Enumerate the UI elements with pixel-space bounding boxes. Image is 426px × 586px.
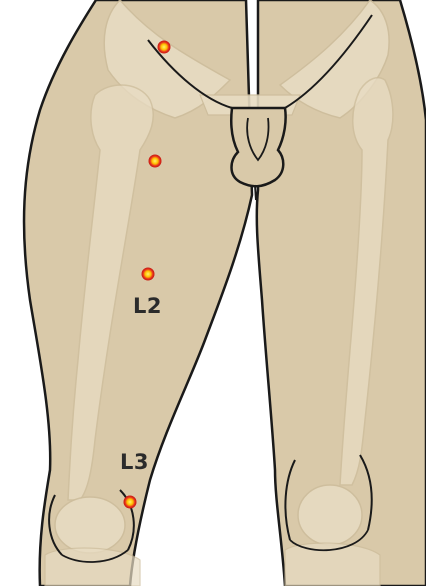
label-l2: L2 <box>133 296 162 317</box>
genital-outline <box>231 108 285 186</box>
l3-point[interactable] <box>124 496 137 509</box>
left-patella <box>55 497 125 553</box>
left-tibia-top <box>45 548 140 586</box>
l2-point[interactable] <box>142 268 155 281</box>
right-patella <box>298 485 362 545</box>
upper-thigh-point[interactable] <box>149 155 162 168</box>
inner-thigh-line <box>255 185 256 200</box>
groin-point[interactable] <box>158 41 171 54</box>
label-l3: L3 <box>120 452 149 473</box>
